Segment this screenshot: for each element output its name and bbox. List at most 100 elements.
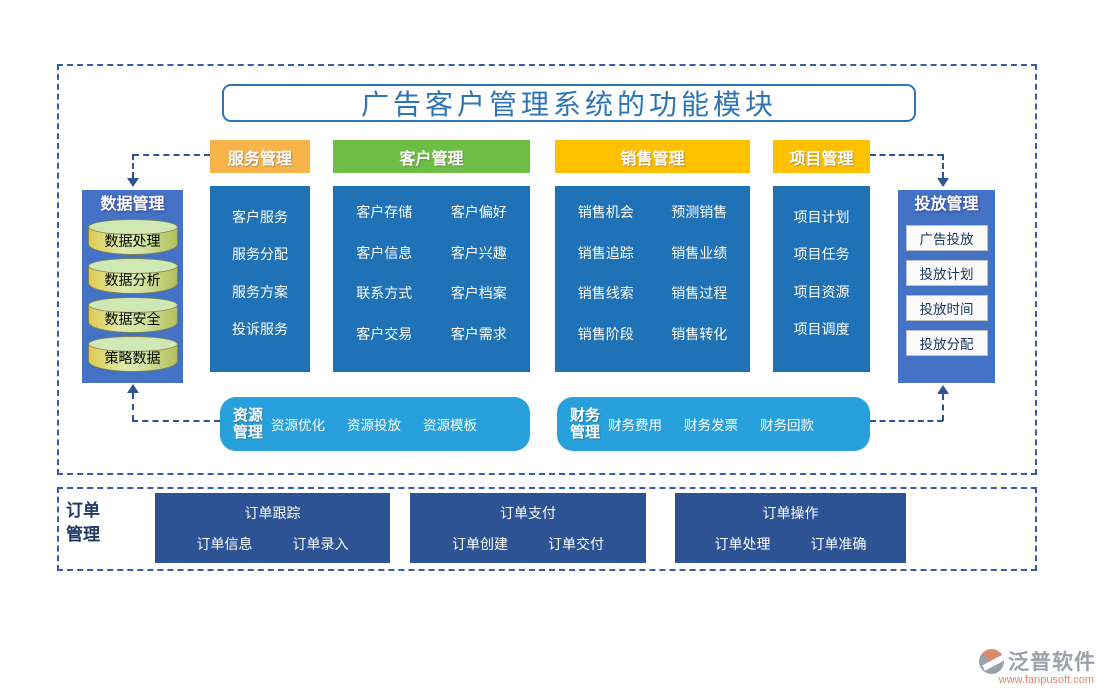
module-item: 项目资源 xyxy=(793,283,850,300)
module-item: 订单录入 xyxy=(292,536,349,552)
order-group-items: 订单信息 订单录入 xyxy=(155,534,390,554)
arrow-up-into-placement-mgmt xyxy=(937,385,949,394)
order-group-title: 订单跟踪 xyxy=(244,505,301,521)
placement-item-chip: 投放计划 xyxy=(905,260,988,286)
module-item: 项目调度 xyxy=(793,320,850,337)
header-sales-mgmt: 销售管理 xyxy=(555,140,750,173)
order-mgmt-frame xyxy=(57,487,1037,571)
order-label-line2: 管理 xyxy=(66,525,100,544)
module-item: 销售机会 xyxy=(577,204,634,221)
data-mgmt-box: 数据管理 数据处理 数据分析 数据安全 策略数据 xyxy=(82,190,183,383)
module-item: 服务方案 xyxy=(232,283,288,300)
order-group-title: 订单支付 xyxy=(500,505,556,521)
module-item: 客户档案 xyxy=(450,285,507,302)
module-item: 销售追踪 xyxy=(577,244,634,261)
cylinder-label: 数据分析 xyxy=(104,272,161,288)
database-cylinder: 数据分析 xyxy=(87,258,178,294)
module-item: 客户偏好 xyxy=(450,204,507,221)
order-group-title: 订单操作 xyxy=(762,505,819,521)
database-cylinder: 策略数据 xyxy=(87,336,178,372)
cylinder-top xyxy=(87,336,178,352)
diagram-title-box: 广告客户管理系统的功能模块 xyxy=(222,84,916,122)
connector-finance-to-placement-v xyxy=(942,394,944,421)
connector-resource-to-data-h xyxy=(132,420,220,422)
module-item: 资源优化 xyxy=(271,418,326,433)
module-item: 订单创建 xyxy=(452,536,508,552)
order-tracking-box: 订单跟踪 订单信息 订单录入 xyxy=(155,493,390,563)
fanpu-logo-icon xyxy=(979,648,1004,674)
module-item: 订单信息 xyxy=(196,536,253,552)
module-item: 联系方式 xyxy=(356,285,413,302)
placement-item-chip: 投放分配 xyxy=(905,330,988,356)
cylinder-top xyxy=(87,258,178,274)
module-item: 投诉服务 xyxy=(232,320,288,337)
logo-brand-text: 泛普软件 xyxy=(1008,651,1096,674)
order-mgmt-label: 订单 管理 xyxy=(66,499,100,547)
module-item: 销售业绩 xyxy=(671,244,728,261)
arrow-down-into-data-mgmt xyxy=(127,178,139,187)
module-item: 项目计划 xyxy=(793,209,850,226)
placement-item-chip: 广告投放 xyxy=(905,225,988,251)
resource-mgmt-bar: 资源 管理 资源优化 资源投放 资源模板 xyxy=(220,397,530,451)
cylinder-top xyxy=(87,219,178,235)
connector-project-to-placement-h xyxy=(870,154,943,156)
logo-row: 泛普软件 xyxy=(979,646,1096,676)
arrow-up-into-data-mgmt xyxy=(127,384,139,393)
connector-service-to-data-v xyxy=(132,154,134,178)
header-service-mgmt: 服务管理 xyxy=(210,140,310,173)
connector-service-to-data-h xyxy=(133,154,210,156)
sales-mgmt-column: 销售机会 预测销售 销售追踪 销售业绩 销售线索 销售过程 销售阶段 销售转化 xyxy=(555,186,750,372)
arrow-down-into-placement-mgmt xyxy=(937,178,949,187)
main-modules-frame xyxy=(57,64,1037,475)
module-item: 客户信息 xyxy=(356,244,413,261)
data-mgmt-title: 数据管理 xyxy=(100,196,165,213)
connector-resource-to-data-v xyxy=(132,393,134,421)
database-cylinder: 数据处理 xyxy=(87,219,178,255)
order-label-line1: 订单 xyxy=(66,501,100,520)
customer-mgmt-column: 客户存储 客户偏好 客户信息 客户兴趣 联系方式 客户档案 客户交易 客户需求 xyxy=(333,186,530,372)
placement-mgmt-box: 投放管理 广告投放 投放计划 投放时间 投放分配 xyxy=(898,190,995,383)
placement-item-chip: 投放时间 xyxy=(905,295,988,321)
module-item: 预测销售 xyxy=(671,204,728,221)
module-item: 服务分配 xyxy=(232,246,288,263)
module-item: 财务回款 xyxy=(760,418,815,433)
header-project-mgmt: 项目管理 xyxy=(773,140,870,173)
order-group-items: 订单处理 订单准确 xyxy=(675,534,906,554)
module-item: 销售阶段 xyxy=(577,325,634,342)
resource-items: 资源优化 资源投放 资源模板 xyxy=(271,414,477,434)
resource-mgmt-label: 资源 管理 xyxy=(233,407,263,441)
finance-label-line2: 管理 xyxy=(570,424,601,441)
module-item: 客户兴趣 xyxy=(450,244,507,261)
module-item: 订单准确 xyxy=(810,536,867,552)
module-item: 财务费用 xyxy=(608,418,663,433)
module-item: 销售线索 xyxy=(577,285,634,302)
logo-site-url: www.fanpusoft.com xyxy=(998,674,1094,686)
module-item: 客户需求 xyxy=(450,325,507,342)
cylinder-top xyxy=(87,297,178,313)
resource-label-line1: 资源 xyxy=(233,407,264,424)
module-item: 客户交易 xyxy=(356,325,413,342)
cylinder-label: 数据安全 xyxy=(104,311,161,327)
diagram-title: 广告客户管理系统的功能模块 xyxy=(360,90,777,121)
finance-items: 财务费用 财务发票 财务回款 xyxy=(608,414,814,434)
module-item: 资源模板 xyxy=(423,418,478,433)
module-item: 订单处理 xyxy=(714,536,771,552)
finance-mgmt-bar: 财务 管理 财务费用 财务发票 财务回款 xyxy=(557,397,870,451)
project-mgmt-column: 项目计划 项目任务 项目资源 项目调度 xyxy=(773,186,870,372)
module-item: 客户存储 xyxy=(356,204,413,221)
connector-finance-to-placement-h xyxy=(870,420,943,422)
module-item: 资源投放 xyxy=(347,418,402,433)
resource-label-line2: 管理 xyxy=(233,424,264,441)
database-cylinder: 数据安全 xyxy=(87,297,178,333)
cylinder-label: 策略数据 xyxy=(104,350,161,366)
order-operation-box: 订单操作 订单处理 订单准确 xyxy=(675,493,906,563)
module-item: 销售转化 xyxy=(671,325,728,342)
module-item: 销售过程 xyxy=(671,285,728,302)
finance-mgmt-label: 财务 管理 xyxy=(570,407,600,441)
module-item: 客户服务 xyxy=(232,209,288,226)
module-item: 订单交付 xyxy=(548,536,604,552)
cylinder-label: 数据处理 xyxy=(104,233,161,249)
service-mgmt-column: 客户服务 服务分配 服务方案 投诉服务 xyxy=(210,186,310,372)
module-item: 财务发票 xyxy=(684,418,739,433)
